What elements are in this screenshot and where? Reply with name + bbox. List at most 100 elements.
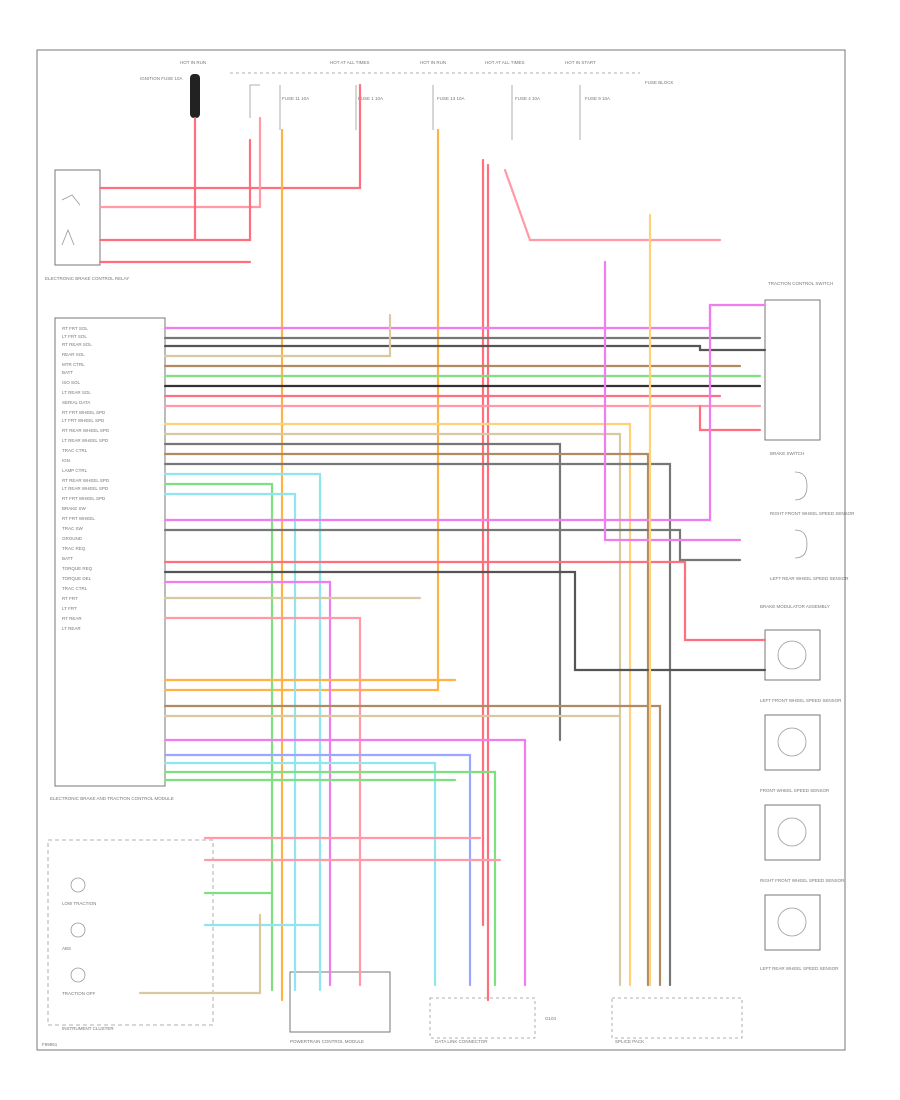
left-front-sensor-box <box>764 714 821 771</box>
wire-cyan <box>163 761 437 987</box>
ebcm-pin-label: LAMP CTRL <box>62 468 88 473</box>
wire-blue <box>163 753 472 987</box>
wire-green <box>163 482 274 992</box>
ebcm-pin-label: RT REAR WHEEL SPD <box>62 428 110 433</box>
fuse-label-c: FUSE 13 10A <box>437 96 465 101</box>
ebcm-pin-label: TRAC SW <box>62 526 84 531</box>
low-traction-label: LOW TRACTION <box>62 901 96 906</box>
wire-cyan <box>163 492 297 992</box>
ebcm-pin-label: RT REAR SOL <box>62 342 92 347</box>
abs-label: ABS <box>62 946 71 951</box>
label-hot-in-run-2: HOT IN RUN <box>420 60 446 65</box>
traction-off-label: TRACTION OFF <box>62 991 95 996</box>
ebcm-pin-label: TRAC CTRL <box>62 586 88 591</box>
left-rear-sensor-label: LEFT REAR WHEEL SPEED SENSOR <box>770 576 849 581</box>
fuse-label-a: FUSE 11 10A <box>282 96 309 101</box>
wire-darkgray <box>163 344 767 352</box>
wire-green <box>163 770 497 987</box>
left-rear-wheel-label: LEFT REAR WHEEL SPEED SENSOR <box>760 966 839 971</box>
ebcm-pin-label: TRAC CTRL <box>62 448 88 453</box>
ebcm-module-box <box>54 317 166 787</box>
label-hot-in-run: HOT IN RUN <box>180 60 206 65</box>
wire-magenta <box>163 303 712 522</box>
ebcm-pin-label: TRAC REQ <box>62 546 86 551</box>
abs-lamp <box>70 922 86 938</box>
label-fuse-block-1: HOT AT ALL TIMES <box>330 60 370 65</box>
instrument-cluster-box <box>47 839 214 1026</box>
ebcm-pin-label: RT REAR WHEEL SPD <box>62 478 110 483</box>
wire-red <box>698 404 762 432</box>
ebcm-pin-label: LT FRT <box>62 606 77 611</box>
wire-harness <box>98 83 767 1002</box>
ground-label: G104 <box>545 1016 557 1021</box>
label-fuse-block-2: HOT AT ALL TIMES <box>485 60 525 65</box>
wire-pink <box>503 168 722 242</box>
left-front-sensor-label: LEFT FRONT WHEEL SPEED SENSOR <box>760 698 842 703</box>
wire-pink <box>98 116 262 209</box>
wire-red <box>163 560 767 642</box>
wire-darkgray <box>163 570 767 672</box>
ebcm-pin-label: BATT <box>62 556 73 561</box>
wire-magenta <box>603 260 742 542</box>
wire-gray <box>163 462 672 987</box>
footer-code: F99951 <box>42 1042 58 1047</box>
wire-tan <box>138 913 262 995</box>
wire-red <box>98 83 362 190</box>
pcm-label: POWERTRAIN CONTROL MODULE <box>290 1039 364 1044</box>
fuse-label-b: FUSE 1 10A <box>358 96 383 101</box>
front-spare-label: FRONT WHEEL SPEED SENSOR <box>760 788 830 793</box>
wire-tan <box>163 313 392 358</box>
fuse-label-d: FUSE 4 10A <box>515 96 540 101</box>
ebcm-pin-label: LT REAR WHEEL SPD <box>62 486 109 491</box>
splice-pack-label: SPLICE PACK <box>615 1039 644 1044</box>
wire-brown <box>163 452 650 987</box>
ebcm-pin-label: BATT <box>62 370 73 375</box>
label-hot-in-start: HOT IN START <box>565 60 596 65</box>
ebcm-pin-label: TORQUE REQ <box>62 566 93 571</box>
wire-magenta <box>163 303 767 330</box>
wire-brown <box>163 704 662 987</box>
ebcm-pin-label: GROUND <box>62 536 83 541</box>
ebcm-pin-label: LT FRT WHEEL SPD <box>62 418 105 423</box>
ebcm-pin-label: TORQUE DEL <box>62 576 92 581</box>
ebcm-pin-label: RT FRT SOL <box>62 326 88 331</box>
ebcm-pin-label: SERIAL DATA <box>62 400 90 405</box>
ebcm-module-label: ELECTRONIC BRAKE AND TRACTION CONTROL MO… <box>50 796 174 801</box>
wire-magenta <box>163 738 527 987</box>
ebcm-pin-label: RT FRT WHEEL SPD <box>62 410 106 415</box>
ebcm-pin-label: LT REAR WHEEL SPD <box>62 438 109 443</box>
ebcm-pin-label: RT FRT WHEEL SPD <box>62 496 106 501</box>
wire-gray <box>163 528 742 562</box>
brake-switch-label: BRAKE SWITCH <box>770 451 804 456</box>
brake-modulator-box <box>764 629 821 681</box>
data-link-box <box>429 997 536 1039</box>
wire-red <box>98 138 252 242</box>
wire-pink <box>163 616 362 987</box>
ebcm-pin-label: BRAKE SW <box>62 506 87 511</box>
ebcm-pin-label: REAR SOL <box>62 352 85 357</box>
splice-pack-box <box>611 997 743 1039</box>
ebcm-pin-label: ISO SOL <box>62 380 81 385</box>
right-front-wheel-label: RIGHT FRONT WHEEL SPEED SENSOR <box>760 878 845 883</box>
top-bus-drops <box>249 84 581 140</box>
ebcm-pin-label: LT REAR <box>62 626 81 631</box>
wire-gray <box>163 442 562 742</box>
front-right-sensor-label: RIGHT FRONT WHEEL SPEED SENSOR <box>770 511 855 516</box>
ebcm-pin-label: MTR CTRL <box>62 362 85 367</box>
label-ignition-fuse: IGNITION FUSE 10A <box>140 76 183 81</box>
wire-tan <box>163 432 622 987</box>
ebcm-pin-label: RT FRT WHEEL <box>62 516 95 521</box>
ebcm-pin-label: RT REAR <box>62 616 82 621</box>
traction-off-lamp <box>70 967 86 983</box>
right-rear-sensor-box <box>764 804 821 861</box>
wire-yellow <box>163 422 632 987</box>
instrument-cluster-label: INSTRUMENT CLUSTER <box>62 1026 114 1031</box>
pcm-box <box>289 971 391 1033</box>
wire-magenta <box>163 580 332 987</box>
ebcm-pin-label: LT FRT SOL <box>62 334 87 339</box>
label-fuse-block-3: FUSE BLOCK <box>645 80 674 85</box>
ebcm-pin-labels: RT FRT SOL LT FRT SOL RT REAR SOL REAR SOL M… <box>62 326 110 631</box>
diagram-border <box>36 49 846 1051</box>
ebcm-pin-label: RT FRT <box>62 596 78 601</box>
